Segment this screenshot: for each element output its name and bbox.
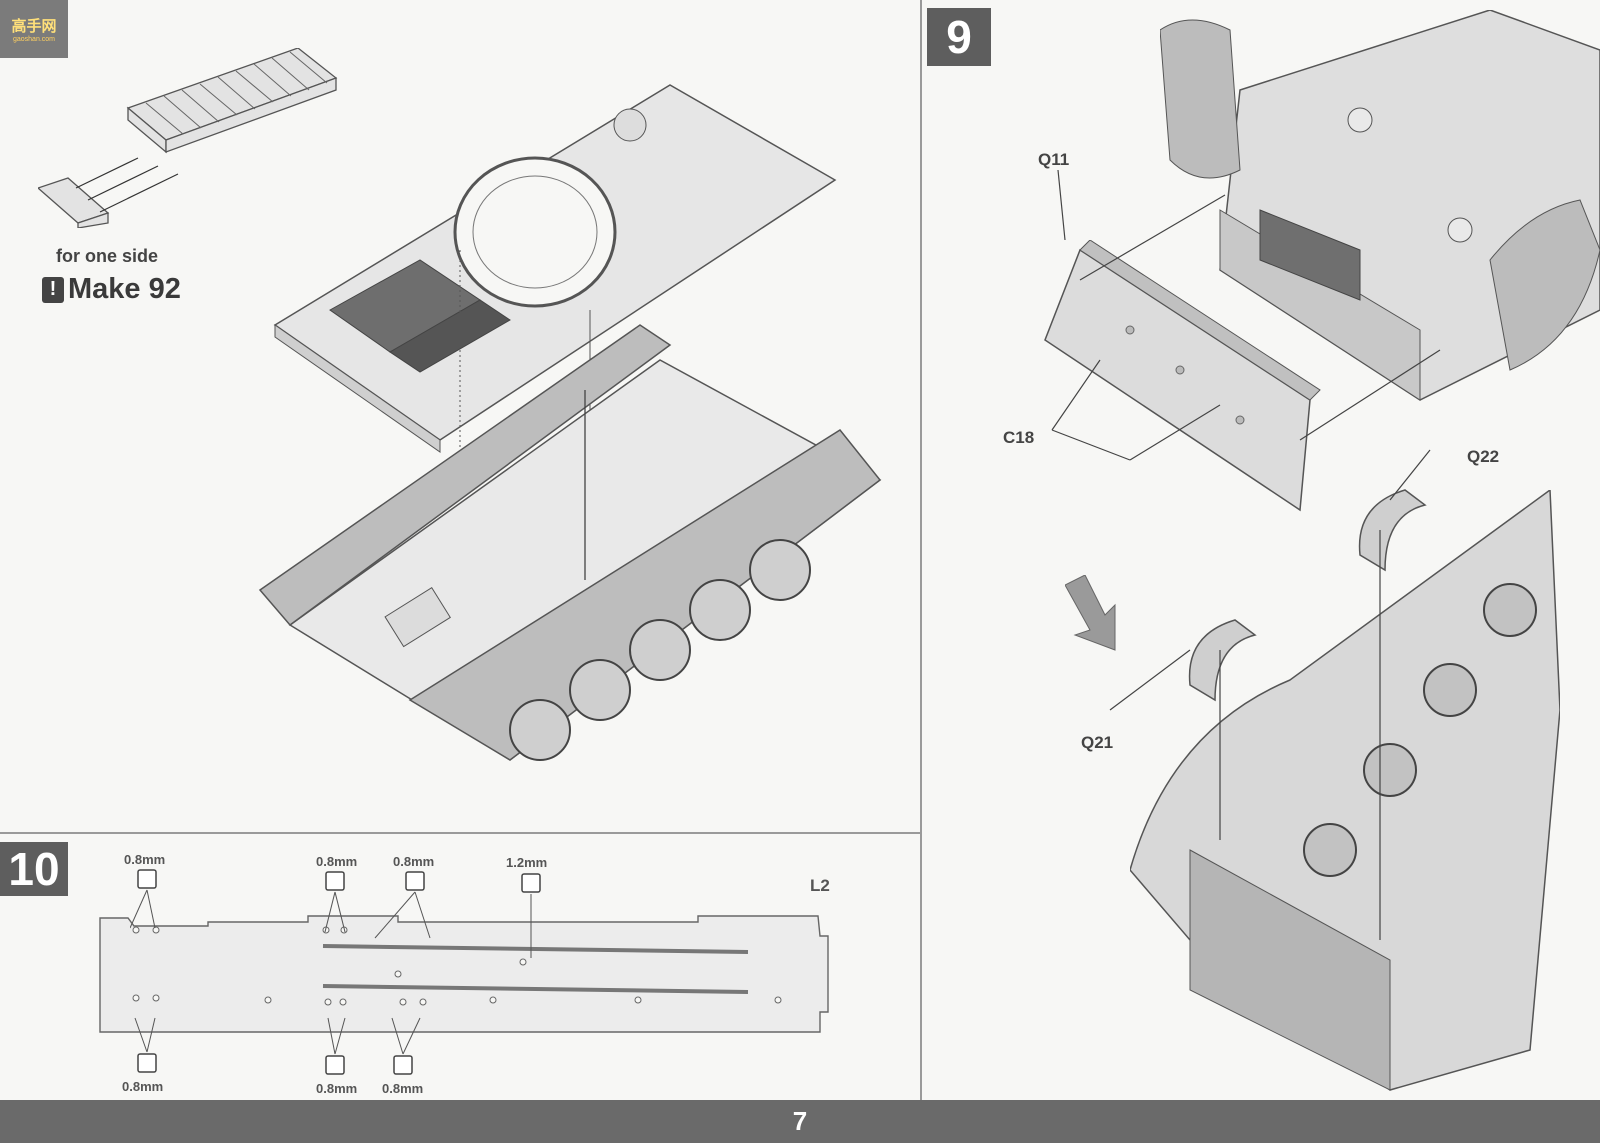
drill-size-label: 0.8mm bbox=[124, 852, 166, 867]
logo-subtext: gaoshan.com bbox=[12, 36, 56, 43]
drill-size-label: 1.2mm bbox=[506, 855, 548, 870]
drill-size-label: 0.8mm bbox=[316, 854, 358, 869]
fender-q21-illustration bbox=[1188, 619, 1257, 702]
drill-icons bbox=[130, 869, 541, 1075]
step-9-leader-lines bbox=[1051, 169, 1441, 940]
drill-icon bbox=[393, 1055, 413, 1075]
drill-icon bbox=[137, 1053, 157, 1073]
drill-icon bbox=[521, 873, 541, 893]
view-direction-arrow-icon bbox=[1065, 575, 1116, 651]
make-quantity-label: Make 92 bbox=[68, 273, 181, 305]
page-footer: 7 bbox=[0, 1100, 1600, 1143]
panel-divider-vertical bbox=[920, 0, 922, 1100]
fender-q22-illustration bbox=[1358, 489, 1427, 572]
track-links-illustration bbox=[38, 48, 338, 228]
part-label-l2: L2 bbox=[810, 876, 830, 895]
lower-hull-illustration bbox=[258, 324, 882, 761]
part-label-q22: Q22 bbox=[1467, 447, 1500, 466]
drill-icon bbox=[405, 871, 425, 891]
drill-icon bbox=[325, 871, 345, 891]
lower-rear-hull-illustration bbox=[1130, 490, 1560, 1091]
rear-plate-q11-illustration bbox=[1044, 240, 1321, 512]
drill-icon bbox=[137, 869, 157, 889]
upper-hull-illustration bbox=[273, 84, 837, 460]
drill-size-label: 0.8mm bbox=[382, 1081, 424, 1096]
step-number-badge: 9 bbox=[927, 8, 991, 66]
exclamation-icon: ! bbox=[42, 276, 64, 303]
part-label-q11: Q11 bbox=[1038, 150, 1070, 169]
drill-size-label: 0.8mm bbox=[393, 854, 435, 869]
drill-size-label: 0.8mm bbox=[122, 1079, 164, 1094]
drill-icon bbox=[325, 1055, 345, 1075]
for-one-side-note: for one side bbox=[56, 246, 159, 266]
rear-hull-illustration bbox=[1160, 10, 1600, 401]
part-label-q21: Q21 bbox=[1081, 733, 1114, 752]
page-number: 7 bbox=[792, 1106, 808, 1136]
drill-size-label: 0.8mm bbox=[316, 1081, 358, 1096]
part-label-c18: C18 bbox=[1003, 428, 1035, 447]
site-logo: 高手网 gaoshan.com bbox=[0, 0, 68, 58]
make-quantity: ! Make 92 bbox=[42, 273, 181, 306]
logo-text: 高手网 bbox=[11, 18, 57, 35]
panel-divider-horizontal bbox=[0, 832, 921, 834]
step-number-badge: 10 bbox=[0, 842, 68, 896]
part-l2-illustration bbox=[99, 915, 829, 1033]
